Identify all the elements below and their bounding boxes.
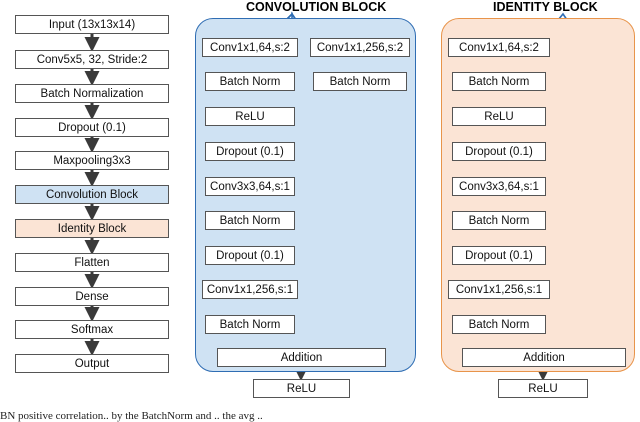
left-flatten-box: Flatten	[15, 253, 169, 272]
left-dropout-box: Dropout (0.1)	[15, 118, 169, 137]
id-main-batch-norm-3: Batch Norm	[452, 315, 546, 334]
identity-block-title: IDENTITY BLOCK	[493, 0, 598, 14]
id-main-relu: ReLU	[452, 107, 546, 126]
conv-main-conv3x3: Conv3x3,64,s:1	[205, 177, 295, 196]
id-main-conv1x1-64-s2: Conv1x1,64,s:2	[448, 38, 550, 57]
conv-main-relu: ReLU	[205, 107, 295, 126]
caption-fragment: BN positive correlation.. by the BatchNo…	[0, 410, 263, 422]
conv-shortcut-conv1x1-256-s2: Conv1x1,256,s:2	[310, 38, 410, 57]
left-dense-box: Dense	[15, 287, 169, 306]
conv-main-dropout-2: Dropout (0.1)	[205, 246, 295, 265]
left-softmax-box: Softmax	[15, 320, 169, 339]
conv-addition-box: Addition	[217, 348, 386, 367]
convolution-block-title: CONVOLUTION BLOCK	[246, 0, 387, 14]
conv-main-dropout-1: Dropout (0.1)	[205, 142, 295, 161]
conv-main-batch-norm-3: Batch Norm	[205, 315, 295, 334]
left-maxpooling-box: Maxpooling3x3	[15, 151, 169, 170]
left-output-box: Output	[15, 354, 169, 373]
id-main-conv3x3: Conv3x3,64,s:1	[452, 177, 546, 196]
left-conv5x5-box: Conv5x5, 32, Stride:2	[15, 50, 169, 69]
id-output-relu-box: ReLU	[498, 379, 588, 398]
id-main-batch-norm-1: Batch Norm	[452, 72, 546, 91]
left-identity-block-box: Identity Block	[15, 219, 169, 238]
conv-shortcut-batch-norm: Batch Norm	[313, 72, 407, 91]
conv-main-conv1x1-64-s2: Conv1x1,64,s:2	[202, 38, 298, 57]
id-main-conv1x1-256-s1: Conv1x1,256,s:1	[448, 280, 550, 299]
conv-main-batch-norm-1: Batch Norm	[205, 72, 295, 91]
left-input-box: Input (13x13x14)	[15, 15, 169, 34]
id-main-batch-norm-2: Batch Norm	[452, 211, 546, 230]
conv-main-batch-norm-2: Batch Norm	[205, 211, 295, 230]
left-convolution-block-box: Convolution Block	[15, 185, 169, 204]
conv-main-conv1x1-256-s1: Conv1x1,256,s:1	[202, 280, 298, 299]
id-addition-box: Addition	[462, 348, 626, 367]
left-batch-normalization-box: Batch Normalization	[15, 84, 169, 103]
id-main-dropout-2: Dropout (0.1)	[452, 246, 546, 265]
conv-output-relu-box: ReLU	[253, 379, 350, 398]
id-main-dropout-1: Dropout (0.1)	[452, 142, 546, 161]
